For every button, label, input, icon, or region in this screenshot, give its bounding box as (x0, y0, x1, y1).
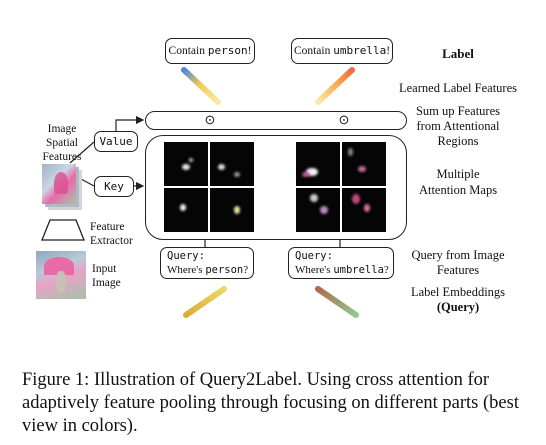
query-prefix: Where's (295, 264, 334, 276)
attention-map (342, 188, 386, 232)
label-embedding-bars (183, 286, 359, 318)
attention-map-grid-umbrella (296, 142, 386, 232)
image-spatial-features-label: Image Spatial Features (42, 123, 82, 163)
feature-bar-person (181, 67, 221, 105)
query-prefix: Where's (167, 264, 206, 276)
query-head: Query: (167, 250, 205, 262)
prompt-box-person: Contain person! (165, 38, 255, 64)
input-image-label: Input Image (92, 263, 121, 289)
figure-caption: Figure 1: Illustration of Query2Label. U… (22, 370, 519, 436)
query-label-person: person (205, 264, 244, 276)
sum-up-pill (145, 111, 407, 130)
label-heading: Label (442, 46, 474, 61)
attention-map-grid-person (164, 142, 254, 232)
label-embeddings-label: Label Embeddings (410, 285, 506, 299)
attention-maps-label: Multiple Attention Maps (418, 167, 498, 197)
query-suffix: ? (243, 264, 249, 276)
sum-up-features-label: Sum up Features from Attentional Regions (415, 104, 501, 148)
input-image (36, 251, 86, 299)
person-figure-icon (56, 271, 66, 293)
feature-extractor-icon (41, 219, 85, 241)
attention-map (210, 142, 254, 186)
attention-map (210, 188, 254, 232)
query-from-image-features-label: Query from Image Features (411, 248, 505, 277)
prompt-prefix: Contain (293, 45, 334, 57)
attention-map (296, 142, 340, 186)
query-box-person: Query: Where's person? (160, 247, 254, 279)
attention-maps-box (145, 135, 407, 240)
learned-label-feature-bars (181, 67, 355, 105)
embedding-bar-person (183, 286, 227, 318)
feature-bar-umbrella (315, 67, 355, 105)
embedding-bar-umbrella (315, 286, 359, 318)
value-box: Value (94, 131, 138, 152)
spatial-feature-image (42, 164, 76, 204)
attention-map (342, 142, 386, 186)
query-head: Query: (295, 250, 333, 262)
query-suffix: ? (383, 264, 389, 276)
sum-operator-left: ⊙ (204, 112, 216, 127)
prompt-box-umbrella: Contain umbrella! (291, 38, 393, 64)
sum-operator-right: ⊙ (338, 112, 350, 127)
person-figure-icon (54, 172, 68, 194)
attention-map (164, 188, 208, 232)
attention-map (164, 142, 208, 186)
query-bold-label: (Query) (436, 300, 480, 314)
prompt-label-person: person (207, 44, 248, 57)
prompt-label-umbrella: umbrella (333, 44, 387, 57)
prompt-prefix: Contain (168, 45, 208, 57)
umbrella-icon (44, 257, 74, 275)
attention-map (296, 188, 340, 232)
learned-label-features-label: Learned Label Features (399, 81, 517, 95)
query-box-umbrella: Query: Where's umbrella? (288, 247, 394, 279)
feature-extractor-label: Feature Extractor (90, 221, 133, 247)
key-box: Key (94, 176, 134, 197)
prompt-suffix: ! (247, 45, 252, 57)
query-label-umbrella: umbrella (333, 264, 384, 276)
prompt-suffix: ! (386, 45, 391, 57)
